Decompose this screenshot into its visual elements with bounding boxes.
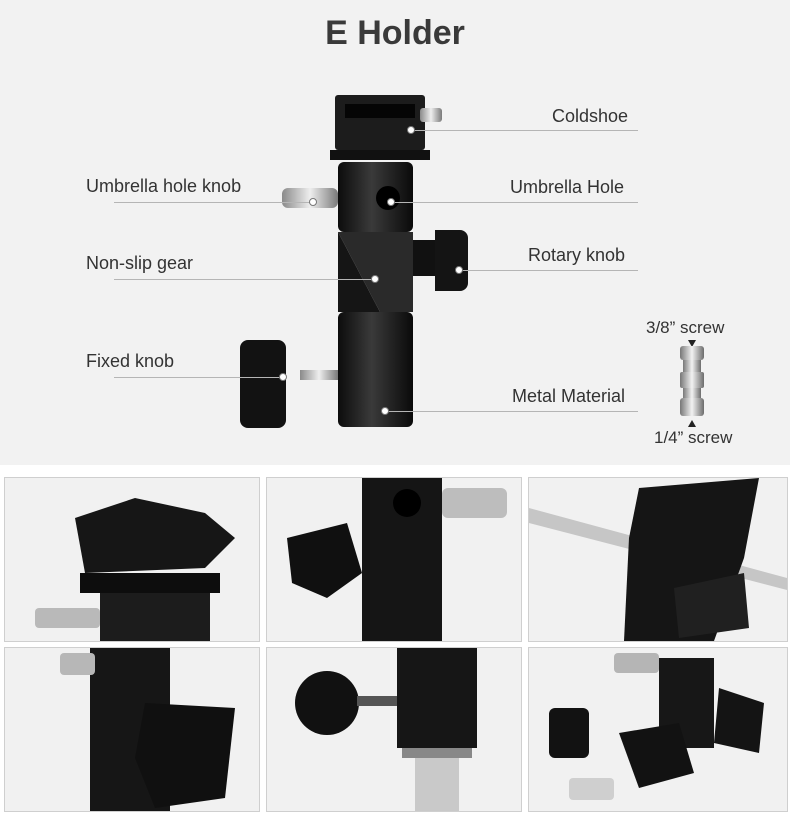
label-non-slip-gear: Non-slip gear [86,253,194,273]
label-rotary-knob: Rotary knob [528,245,626,265]
photo-fixed-knob-spigot-closeup [266,647,522,812]
callout-line [114,202,314,203]
callout-dot [387,198,395,206]
callout-dot [381,407,389,415]
photo-coldshoe-closeup [4,477,260,642]
product-diagram-panel: E Holder Coldshoe Umbrel [0,0,790,465]
label-umbrella-hole-knob: Umbrella hole knob [86,176,242,196]
label-fixed-knob: Fixed knob [86,351,175,371]
callout-dot [371,275,379,283]
callout-dot [279,373,287,381]
label-metal-material: Metal Material [512,386,626,406]
callout-line [114,279,376,280]
callout-line [412,130,638,131]
e-holder-illustration [240,95,468,428]
photo-rotary-knob-closeup [4,647,260,812]
callout-dot [309,198,317,206]
callout-line [392,202,638,203]
photo-assembly-with-adapter [528,647,788,812]
label-coldshoe: Coldshoe [552,106,629,126]
callout-line [460,270,638,271]
screw-bottom-label: 1/4” screw [654,428,733,447]
page-title: E Holder [325,14,465,52]
label-umbrella-hole: Umbrella Hole [510,177,625,197]
screw-adapter-illustration [680,346,704,416]
callout-line [114,377,284,378]
photo-umbrella-rod-closeup [528,477,788,642]
photo-umbrella-hole-closeup [266,477,522,642]
screw-top-label: 3/8” screw [646,318,725,337]
callout-line [386,411,638,412]
arrow-up-icon [688,420,696,427]
callout-dot [407,126,415,134]
arrow-down-icon [688,340,696,347]
callout-dot [455,266,463,274]
